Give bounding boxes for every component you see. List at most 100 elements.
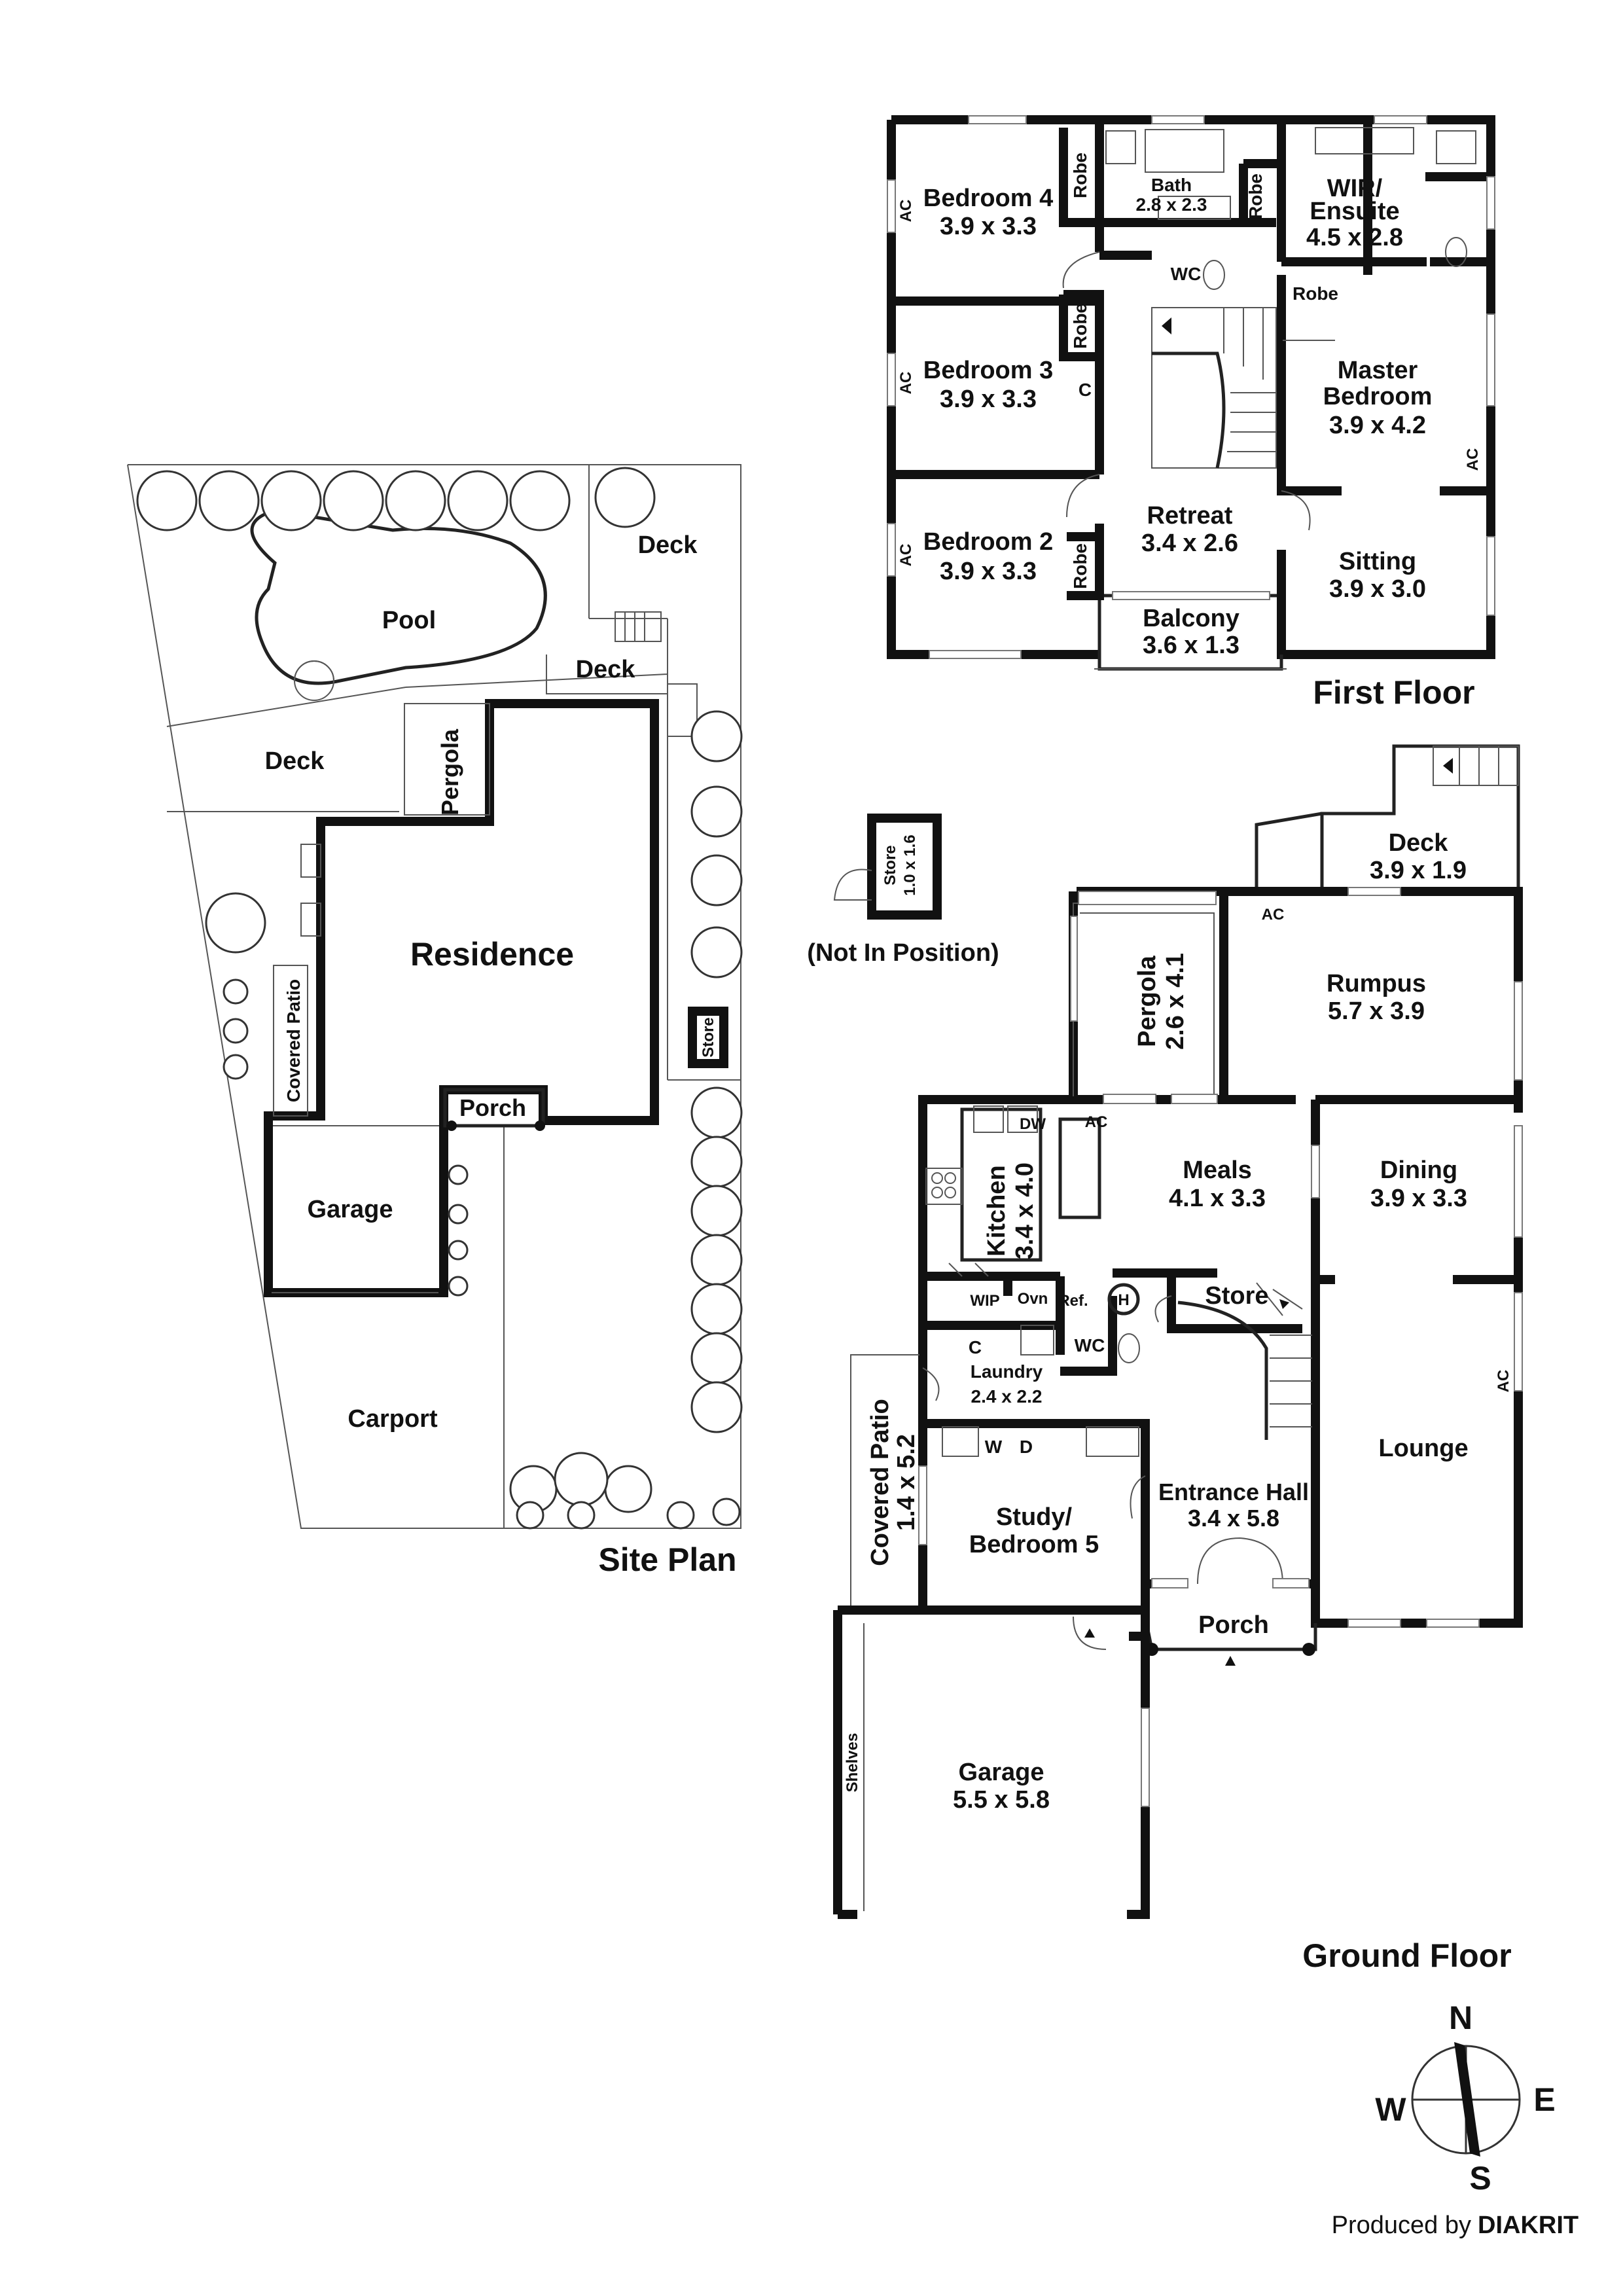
retreat-name: Retreat [1147,502,1233,529]
site-store-label: Store [700,1017,717,1057]
site-residence-label: Residence [410,936,574,973]
ground-floor-plan: Deck 3.9 x 1.9 Pergola 2.6 x 4.1 Rumpus … [833,744,1523,1974]
covered-patio-dims: 1.4 x 5.2 [893,1434,920,1531]
bath-name: Bath [1151,175,1192,195]
ac-label-b3: AC [897,372,915,395]
laundry-name: Laundry [971,1361,1043,1382]
site-porch-label: Porch [459,1094,526,1121]
compass-s: S [1469,2160,1491,2197]
site-deck-right-label: Deck [638,531,698,559]
meals-name: Meals [1183,1157,1252,1184]
not-in-position-note: (Not In Position) [807,939,999,967]
compass-e: E [1533,2081,1555,2118]
site-plan: Pool Deck Deck Deck Pergola Residence St… [127,464,743,1578]
wir-ensuite-dims: 4.5 x 2.8 [1306,224,1403,251]
dining-name: Dining [1380,1157,1457,1184]
dining-dims: 3.9 x 3.3 [1370,1185,1467,1212]
rumpus-name: Rumpus [1327,970,1426,997]
site-pergola-label: Pergola [437,728,463,816]
master-line1: Master [1338,357,1418,384]
gf-deck-dims: 3.9 x 1.9 [1370,857,1467,884]
wir-ensuite-line1: WIR/ [1327,175,1383,202]
pool-outline [250,509,547,685]
gf-porch-name: Porch [1198,1611,1269,1639]
master-dims: 3.9 x 4.2 [1329,412,1426,439]
bedroom4-name: Bedroom 4 [923,185,1053,212]
credit-prefix: Produced by [1332,2212,1471,2239]
site-store-outline [688,1007,728,1068]
study-line2: Bedroom 5 [969,1531,1099,1558]
heater-label: H [1118,1291,1129,1309]
fridge-label: Ref. [1058,1292,1088,1310]
gf-pergola-dims: 2.6 x 4.1 [1162,953,1189,1050]
sitting-dims: 3.9 x 3.0 [1329,575,1426,603]
sitting-name: Sitting [1339,548,1416,575]
dryer-label: D [1020,1437,1033,1457]
bedroom2-name: Bedroom 2 [923,528,1053,556]
gf-pergola-name: Pergola [1133,955,1161,1047]
robe-label-b4: Robe [1070,152,1090,198]
gf-deck-name: Deck [1389,829,1449,857]
robe-label-hall: Robe [1245,173,1266,219]
ground-floor-title: Ground Floor [1302,1937,1511,1974]
site-plan-title: Site Plan [598,1541,736,1578]
credit-brand-logo: DIAKRIT [1478,2212,1578,2239]
ac-label-kitchen: AC [1085,1113,1108,1131]
rumpus-dims: 5.7 x 3.9 [1328,997,1425,1025]
bedroom3-dims: 3.9 x 3.3 [940,386,1037,413]
bedroom3-name: Bedroom 3 [923,357,1053,384]
entrance-hall-dims: 3.4 x 5.8 [1188,1505,1279,1532]
bathtub-fixture [1145,129,1224,173]
laundry-dims: 2.4 x 2.2 [971,1386,1043,1407]
wc-label-first: WC [1171,264,1202,284]
oven-label: Ovn [1018,1290,1048,1308]
dw-label: DW [1020,1115,1046,1133]
study-line1: Study/ [996,1503,1073,1531]
ac-label-lounge: AC [1495,1370,1512,1393]
bedroom4-dims: 3.9 x 3.3 [940,213,1037,240]
balcony-name: Balcony [1143,605,1240,632]
site-pool-label: Pool [382,607,436,634]
tree-row-top [136,467,656,954]
kitchen-dims: 3.4 x 4.0 [1011,1162,1039,1259]
first-floor-title: First Floor [1313,674,1474,711]
bath-dims: 2.8 x 2.3 [1136,194,1207,215]
site-deck-mid-label: Deck [576,656,636,683]
cupboard-label-first: C [1079,380,1092,400]
balcony-dims: 3.6 x 1.3 [1143,632,1240,659]
site-carport-label: Carport [348,1405,438,1433]
ac-label-b2: AC [897,544,915,567]
first-floor-plan: Bedroom 4 3.9 x 3.3 Bath 2.8 x 2.3 WIR/ … [887,115,1495,711]
producer-credit: Produced by DIAKRIT [1332,2212,1578,2239]
north-arrow-icon [1454,2042,1480,2157]
wir-ensuite-line2: Ensuite [1310,198,1399,225]
bedroom2-dims: 3.9 x 3.3 [940,558,1037,585]
site-deck-left-label: Deck [265,747,325,775]
ac-label-rumpus: AC [1262,906,1285,924]
detached-store-name: Store [882,845,899,885]
wip-label: WIP [970,1292,999,1310]
robe-label-master: Robe [1293,283,1338,304]
store-name: Store [1205,1282,1268,1310]
entrance-hall-name: Entrance Hall [1158,1479,1309,1505]
robe-label-b3: Robe [1070,303,1090,349]
shelves-label: Shelves [844,1733,861,1793]
detached-store: Store 1.0 x 1.6 (Not In Position) [807,814,999,967]
covered-patio-name: Covered Patio [866,1399,894,1566]
ac-label-master: AC [1464,448,1482,471]
shrub-row-bottom [223,978,741,1530]
residence-outline [264,699,659,1297]
first-floor-stairs [1151,307,1277,469]
washer-label: W [985,1437,1003,1457]
compass-n: N [1449,2000,1472,2036]
compass-rose: N E S W [1375,2000,1555,2197]
tree-row-right [690,710,743,1433]
kitchen-name: Kitchen [983,1165,1010,1256]
robe-label-b2: Robe [1070,543,1090,589]
ac-label-b4: AC [897,200,915,223]
gf-garage-dims: 5.5 x 5.8 [953,1786,1050,1814]
retreat-dims: 3.4 x 2.6 [1141,529,1238,557]
master-line2: Bedroom [1323,383,1433,410]
gf-cupboard-label: C [969,1337,982,1357]
